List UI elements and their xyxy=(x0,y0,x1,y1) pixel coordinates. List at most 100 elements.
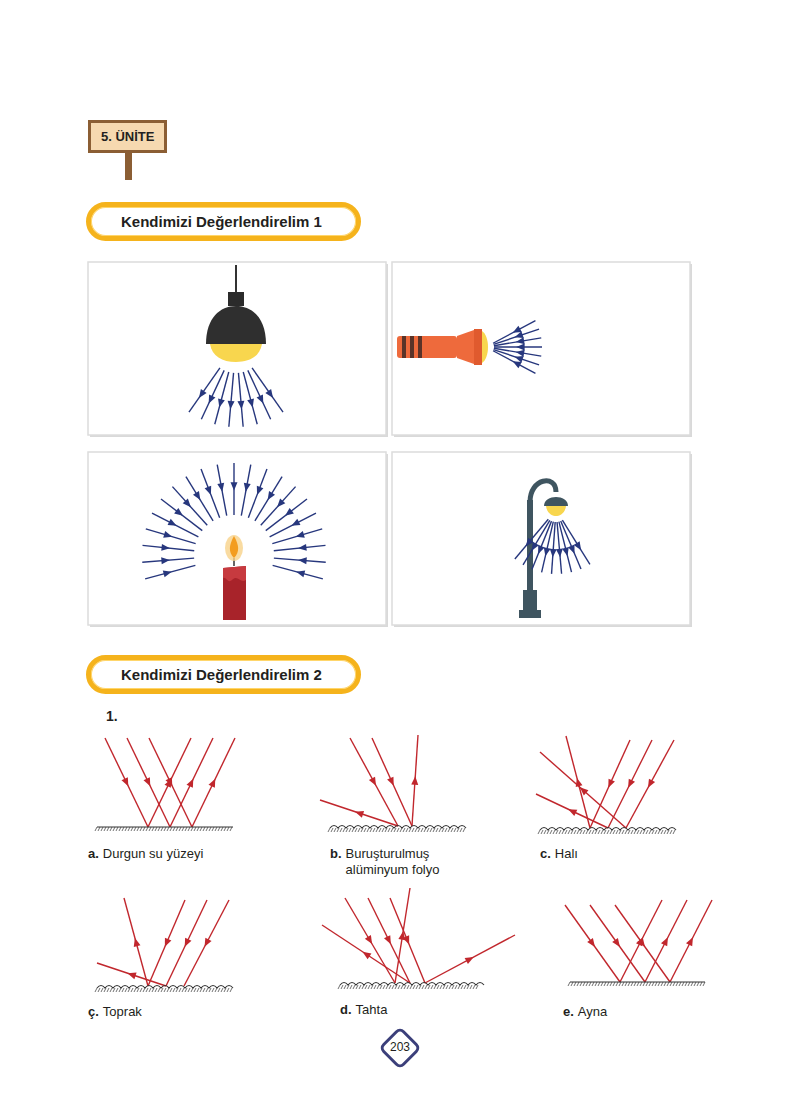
page-number: 203 xyxy=(375,1023,425,1073)
item-caption: Halı xyxy=(555,846,578,862)
ceiling-lamp xyxy=(189,265,283,427)
light-ray xyxy=(238,373,243,427)
arrow-head xyxy=(580,787,589,795)
heading-text: Kendimizi Değerlendirelim 2 xyxy=(121,666,322,683)
light-ray xyxy=(590,740,630,828)
light-ray xyxy=(184,900,229,986)
section-heading: Kendimizi Değerlendirelim 1 xyxy=(86,202,361,241)
light-ray xyxy=(395,888,410,983)
arrow-head xyxy=(365,935,372,944)
arrow-head xyxy=(532,542,539,551)
light-ray xyxy=(494,338,541,346)
light-ray xyxy=(127,738,170,827)
arrow-head xyxy=(516,343,524,350)
arrow-head xyxy=(562,547,569,556)
flashlight xyxy=(397,321,542,374)
arrow-head xyxy=(516,337,525,344)
light-ray xyxy=(372,738,412,826)
arrow-head xyxy=(411,776,418,785)
arrow-head xyxy=(362,952,371,960)
heading-text: Kendimizi Değerlendirelim 1 xyxy=(121,213,322,230)
arrow-head xyxy=(218,398,225,407)
light-ray xyxy=(494,329,539,344)
arrow-head xyxy=(193,491,200,500)
section-heading: Kendimizi Değerlendirelim 2 xyxy=(86,655,361,694)
arrow-head xyxy=(161,557,170,564)
light-ray xyxy=(350,738,398,826)
arrow-head xyxy=(465,957,474,964)
arrow-head xyxy=(384,935,391,944)
light-ray xyxy=(345,898,395,983)
arrow-head xyxy=(257,486,264,495)
light-ray xyxy=(590,905,645,982)
arrow-head xyxy=(231,482,238,490)
arrow-head xyxy=(296,570,305,577)
arrow-head xyxy=(165,938,172,947)
arrow-head xyxy=(228,401,235,410)
arrow-head xyxy=(556,549,563,558)
light-ray xyxy=(368,898,410,983)
arrow-head xyxy=(636,937,643,946)
arrow-head xyxy=(183,499,191,508)
light-ray xyxy=(248,469,267,518)
light-ray xyxy=(523,520,550,565)
arrow-head xyxy=(174,508,183,516)
arrow-head xyxy=(574,541,581,550)
item-letter: a. xyxy=(88,846,99,862)
arrow-head xyxy=(513,361,522,368)
sign-post xyxy=(125,150,132,180)
light-ray xyxy=(320,800,398,826)
item-caption: Ayna xyxy=(578,1004,607,1020)
arrow-head xyxy=(199,389,207,398)
arrow-head xyxy=(268,491,275,500)
light-ray xyxy=(229,373,234,427)
light-ray xyxy=(192,738,235,827)
light-ray xyxy=(536,794,608,828)
street-lamp xyxy=(515,481,590,618)
item-letter: b. xyxy=(330,846,342,862)
light-ray xyxy=(615,905,670,982)
arrow-head xyxy=(247,398,254,407)
reflection-figure xyxy=(95,898,233,992)
reflection-figure xyxy=(536,736,676,834)
picture-panel xyxy=(88,262,386,435)
light-ray xyxy=(390,898,425,983)
light-ray xyxy=(273,565,323,578)
arrow-head xyxy=(134,938,141,947)
light-ray xyxy=(261,487,296,526)
light-ray xyxy=(217,465,226,516)
light-ray xyxy=(243,372,257,424)
arrow-head xyxy=(515,331,524,338)
item-caption: Toprak xyxy=(103,1004,142,1020)
page-number-text: 203 xyxy=(375,1040,425,1054)
arrow-head xyxy=(544,547,551,556)
light-ray xyxy=(626,740,674,828)
arrow-head xyxy=(277,499,285,508)
light-ray xyxy=(152,513,198,537)
reflection-figure xyxy=(322,888,515,989)
arrow-head xyxy=(165,779,172,788)
light-ray xyxy=(248,370,271,419)
light-ray xyxy=(241,465,250,516)
light-ray xyxy=(412,735,418,826)
item-caption: Buruşturulmuş alüminyum folyo xyxy=(346,846,464,878)
item-caption: Durgun su yüzeyi xyxy=(103,846,203,862)
arrow-head xyxy=(513,326,522,333)
light-ray xyxy=(170,738,213,827)
arrow-head xyxy=(265,389,273,398)
light-ray xyxy=(161,499,202,531)
light-ray xyxy=(645,900,687,982)
light-ray xyxy=(145,565,195,578)
arrow-head xyxy=(355,811,364,818)
picture-panel xyxy=(392,262,690,435)
arrow-head xyxy=(257,394,264,403)
arrow-head xyxy=(608,779,615,788)
arrow-head xyxy=(161,544,170,551)
light-ray xyxy=(561,521,581,569)
reflection-figure xyxy=(565,900,712,986)
arrow-head xyxy=(661,937,668,946)
arrow-head xyxy=(285,508,294,516)
light-ray xyxy=(172,487,207,526)
arrow-head xyxy=(516,350,525,357)
